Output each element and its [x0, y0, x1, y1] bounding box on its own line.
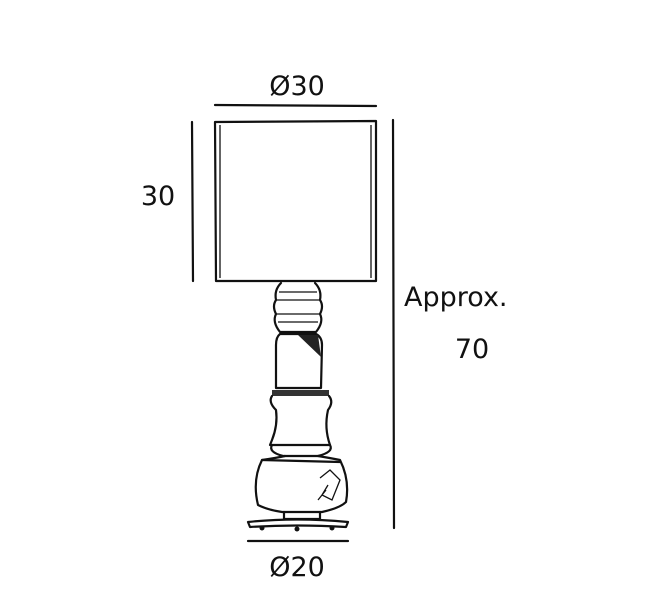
shade-diameter-label: Ø30 — [269, 71, 325, 102]
shade-height-label: 30 — [141, 181, 175, 212]
shade-diameter-line — [213, 103, 378, 108]
lamp-shade-edge — [219, 125, 372, 278]
total-height-label: 70 — [455, 334, 489, 365]
shade-height-line — [190, 120, 195, 283]
lamp-base — [246, 281, 350, 532]
base-diameter-label: Ø20 — [269, 552, 325, 583]
total-height-line — [391, 118, 396, 530]
lamp-shade — [213, 119, 378, 283]
total-height-prefix: Approx. — [404, 282, 508, 313]
